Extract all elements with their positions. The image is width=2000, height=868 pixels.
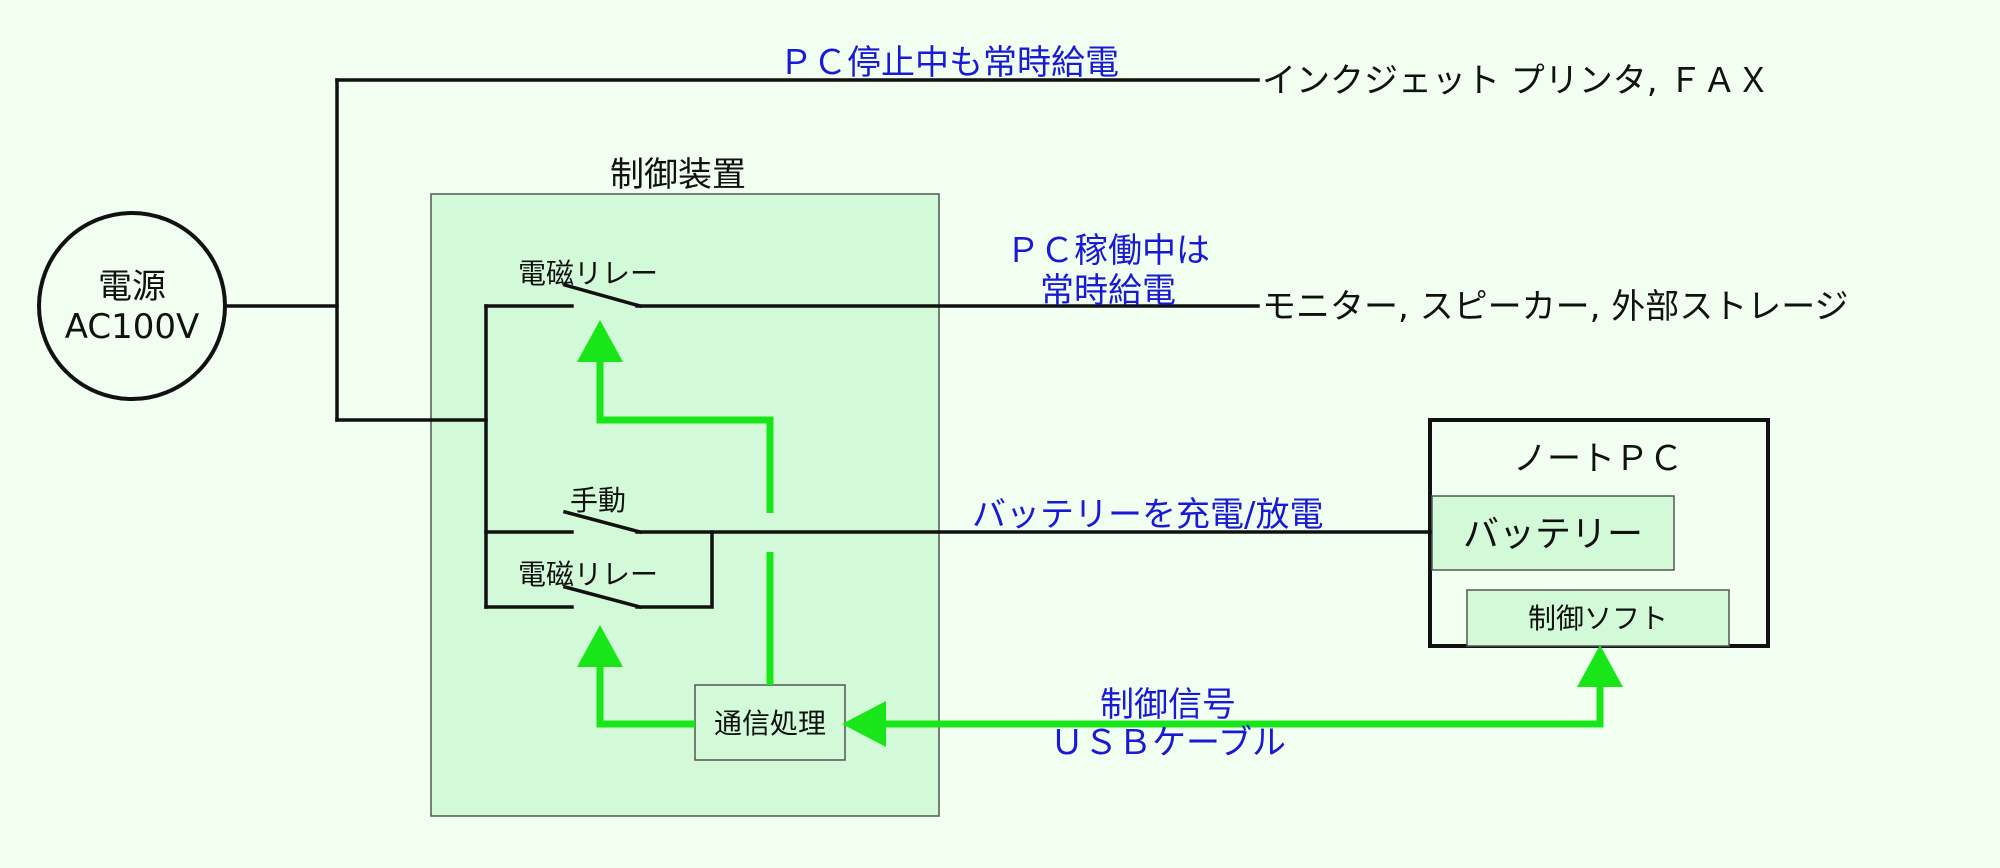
- usb-cable-label: ＵＳＢケーブル: [1050, 723, 1286, 763]
- arrow-up-bottom-relay: [577, 625, 623, 667]
- arrow-left-comm: [842, 701, 886, 747]
- manual-switch-label: 手動: [570, 484, 626, 517]
- arrow-up-top-relay: [577, 320, 623, 362]
- control-software-label: 制御ソフト: [1528, 602, 1668, 635]
- printer-fax-label: インクジェット プリンタ, ＦＡＸ: [1262, 61, 1770, 101]
- control-software-box: [1466, 589, 1730, 647]
- relay-top-contact: [562, 282, 643, 309]
- charge-discharge-note: バッテリーを充電/放電: [972, 495, 1323, 535]
- always-power-note: ＰＣ停止中も常時給電: [779, 43, 1119, 83]
- power-source-label-1: 電源: [98, 267, 166, 307]
- usb-cable-line: [880, 680, 1604, 728]
- comm-processing-label: 通信処理: [714, 707, 826, 740]
- arrow-up-control-software: [1577, 645, 1623, 687]
- relay-bottom-label: 電磁リレー: [518, 558, 658, 591]
- control-device-panel: [430, 193, 940, 817]
- pc-running-note-line1: ＰＣ稼働中は: [1006, 231, 1210, 271]
- signal-arrowheads: [577, 320, 1623, 747]
- relay-bottom-contact: [562, 584, 643, 610]
- wiring: [223, 78, 1432, 610]
- signal-lines: [596, 355, 1604, 728]
- peripherals-label: モニター, スピーカー, 外部ストレージ: [1262, 287, 1849, 327]
- power-source-label-2: AC100V: [65, 307, 200, 347]
- notebook-pc-title: ノートＰＣ: [1513, 439, 1683, 479]
- control-device-title: 制御装置: [610, 155, 746, 195]
- pc-running-note-line2: 常時給電: [1040, 271, 1176, 311]
- relay-top-label: 電磁リレー: [518, 257, 658, 290]
- battery-box: [1431, 495, 1675, 571]
- control-signal-label: 制御信号: [1100, 685, 1236, 725]
- manual-contact: [562, 509, 643, 535]
- signal-to-top-relay-upper: [596, 355, 774, 513]
- signal-to-bottom-relay: [596, 665, 695, 728]
- battery-label: バッテリー: [1463, 514, 1643, 555]
- relay-bottom-out-wire: [635, 530, 714, 609]
- comm-processing-box: [694, 684, 846, 761]
